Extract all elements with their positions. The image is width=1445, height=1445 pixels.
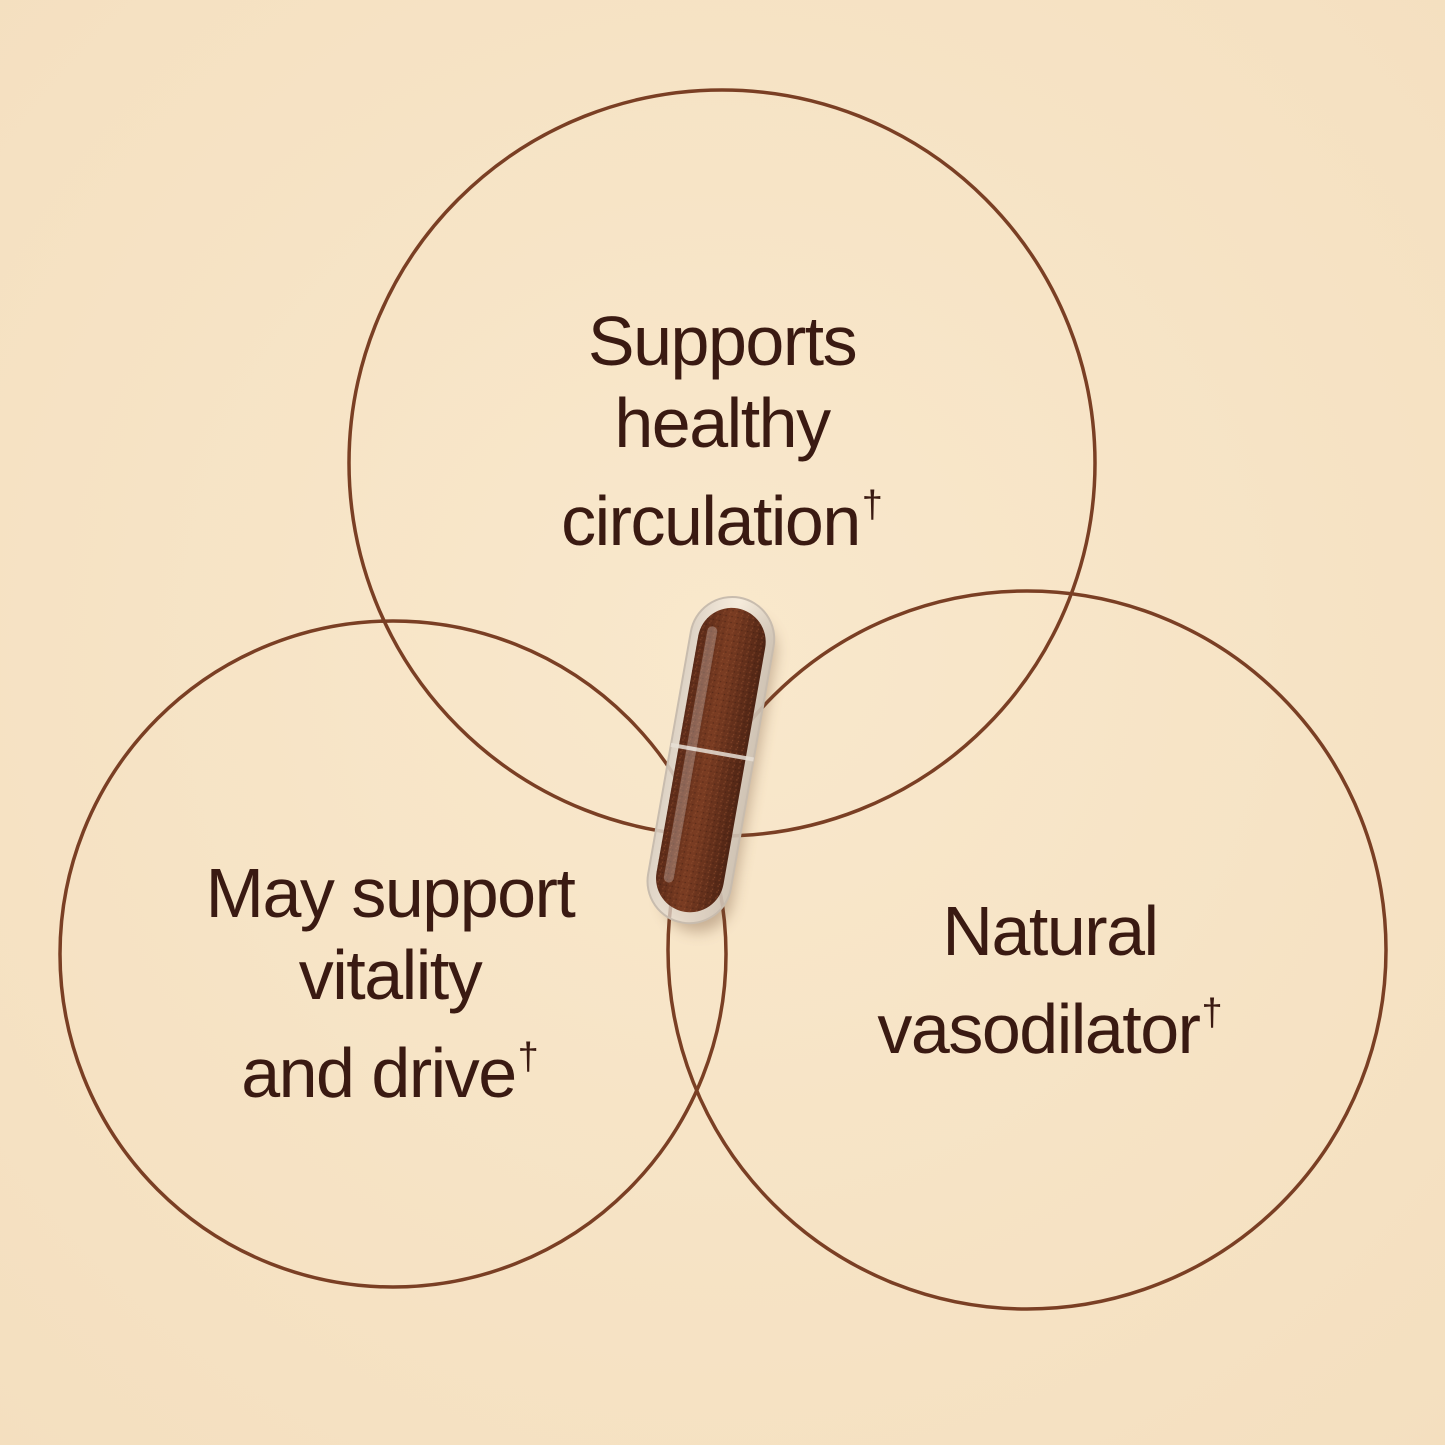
dagger-mark: † <box>517 1036 539 1078</box>
label-natural-vasodilator: Natural vasodilator† <box>800 890 1300 1070</box>
capsule-seam <box>670 742 754 762</box>
label-supports-healthy-circulation: Supports healthy circulation† <box>472 300 972 562</box>
label-line-with-mark: vasodilator† <box>800 972 1300 1070</box>
label-line: Supports <box>587 302 858 380</box>
dagger-mark: † <box>861 484 883 526</box>
label-line: and drive <box>241 1034 517 1112</box>
capsule-icon <box>646 595 777 932</box>
dagger-mark: † <box>1201 992 1223 1034</box>
label-line-with-mark: circulation† <box>472 464 972 562</box>
label-line: healthy <box>614 384 831 462</box>
capsule-highlight <box>663 626 718 883</box>
label-line-with-mark: and drive† <box>140 1016 640 1114</box>
label-line: vasodilator <box>877 990 1201 1068</box>
label-line: May support <box>205 854 576 932</box>
label-may-support-vitality: May support vitality and drive† <box>140 852 640 1114</box>
circle-right <box>666 589 1388 1311</box>
label-line: circulation <box>561 482 861 560</box>
circle-left <box>58 619 728 1289</box>
label-line: vitality <box>298 936 483 1014</box>
capsule-powder-texture <box>656 607 766 913</box>
label-line: Natural <box>942 892 1159 970</box>
